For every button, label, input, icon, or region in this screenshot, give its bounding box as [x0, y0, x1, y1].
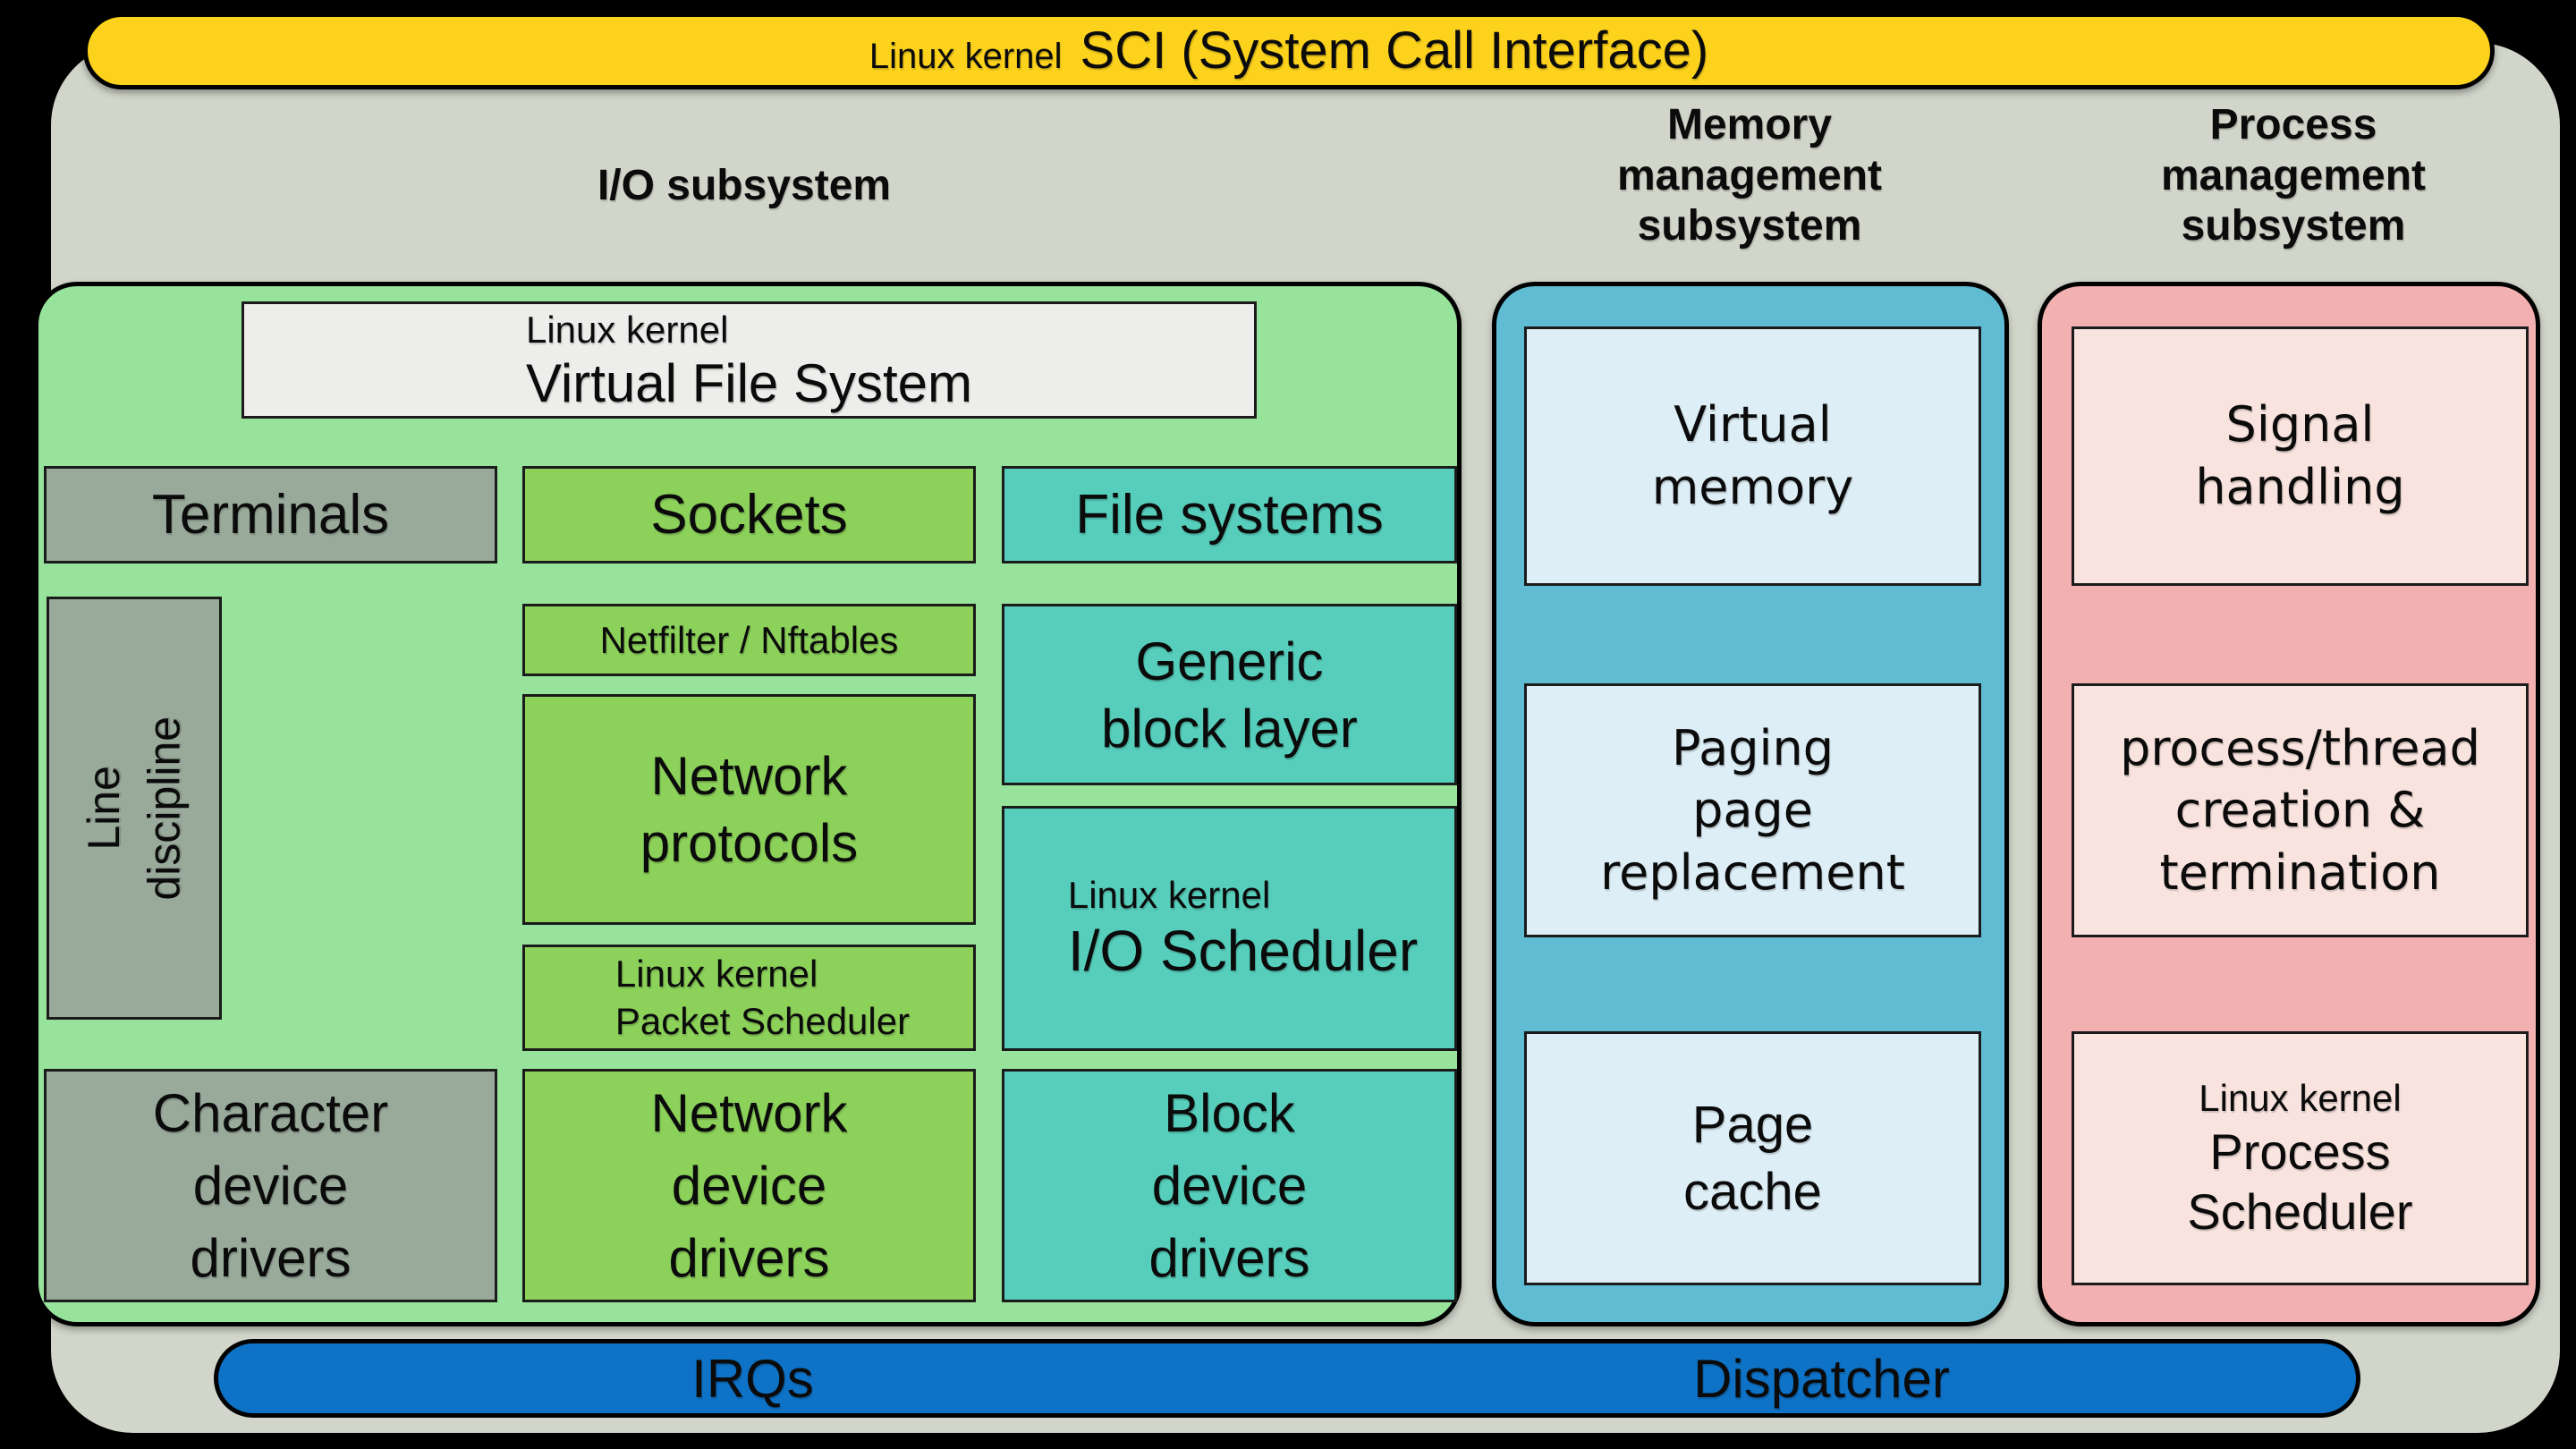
terminals-box: Terminals — [44, 466, 497, 564]
character-device-drivers-box: Character device drivers — [44, 1069, 497, 1302]
vfs-title: Virtual File System — [525, 352, 973, 413]
paging-label: Paging page replacement — [1600, 720, 1905, 901]
sockets-box: Sockets — [522, 466, 976, 564]
process-thread-label: process/thread creation & termination — [2120, 720, 2480, 901]
process-subsystem-panel: Signal handling process/thread creation … — [2038, 282, 2540, 1326]
file-systems-box: File systems — [1002, 466, 1457, 564]
sci-banner-prefix: Linux kernel — [869, 37, 1063, 76]
virtual-memory-box: Virtual memory — [1524, 326, 1981, 586]
irqs-label: IRQs — [691, 1348, 814, 1409]
netfilter-box: Netfilter / Nftables — [522, 604, 976, 676]
header-memory-subsystem: Memory management subsystem — [1616, 101, 1883, 250]
irq-dispatcher-bar: IRQs Dispatcher — [214, 1339, 2360, 1418]
signal-handling-label: Signal handling — [2195, 395, 2405, 515]
paging-box: Paging page replacement — [1524, 683, 1981, 937]
page-cache-label: Page cache — [1683, 1095, 1822, 1221]
process-scheduler-prefix: Linux kernel — [2199, 1076, 2402, 1119]
network-device-drivers-label: Network device drivers — [650, 1083, 848, 1288]
vfs-box: Linux kernel Virtual File System — [242, 301, 1257, 419]
process-scheduler-box: Linux kernel Process Scheduler — [2072, 1031, 2529, 1285]
generic-block-layer-box: Generic block layer — [1002, 604, 1457, 785]
signal-handling-box: Signal handling — [2072, 326, 2529, 586]
header-io-subsystem: I/O subsystem — [597, 162, 892, 209]
block-device-drivers-label: Block device drivers — [1148, 1083, 1310, 1288]
network-protocols-box: Network protocols — [522, 694, 976, 925]
generic-block-layer-label: Generic block layer — [1101, 631, 1358, 758]
terminals-label: Terminals — [151, 484, 390, 546]
io-scheduler-prefix: Linux kernel — [1067, 873, 1271, 916]
network-device-drivers-box: Network device drivers — [522, 1069, 976, 1302]
virtual-memory-label: Virtual memory — [1651, 395, 1854, 515]
process-thread-box: process/thread creation & termination — [2072, 683, 2529, 937]
io-scheduler-box: Linux kernel I/O Scheduler — [1002, 806, 1457, 1051]
line-discipline-label: Line discipline — [78, 716, 190, 901]
sockets-label: Sockets — [650, 484, 848, 546]
sci-banner-title: SCI (System Call Interface) — [1080, 21, 1709, 80]
packet-scheduler-box: Linux kernel Packet Scheduler — [522, 945, 976, 1051]
sci-banner: Linux kernel SCI (System Call Interface) — [83, 13, 2495, 89]
page-cache-box: Page cache — [1524, 1031, 1981, 1285]
packet-scheduler-prefix: Linux kernel — [614, 953, 818, 995]
file-systems-label: File systems — [1075, 484, 1384, 546]
header-process-subsystem: Process management subsystem — [2160, 101, 2427, 250]
vfs-prefix: Linux kernel — [525, 309, 729, 352]
process-scheduler-title: Process Scheduler — [2187, 1123, 2413, 1241]
io-scheduler-title: I/O Scheduler — [1067, 919, 1419, 984]
line-discipline-box: Line discipline — [47, 597, 222, 1020]
packet-scheduler-title: Packet Scheduler — [614, 999, 911, 1042]
memory-subsystem-panel: Virtual memory Paging page replacement P… — [1492, 282, 2009, 1326]
character-device-drivers-label: Character device drivers — [152, 1083, 389, 1288]
netfilter-label: Netfilter / Nftables — [599, 618, 899, 661]
block-device-drivers-box: Block device drivers — [1002, 1069, 1457, 1302]
dispatcher-label: Dispatcher — [1693, 1348, 1950, 1409]
network-protocols-label: Network protocols — [640, 746, 859, 873]
io-subsystem-panel: Linux kernel Virtual File System Termina… — [34, 282, 1462, 1326]
